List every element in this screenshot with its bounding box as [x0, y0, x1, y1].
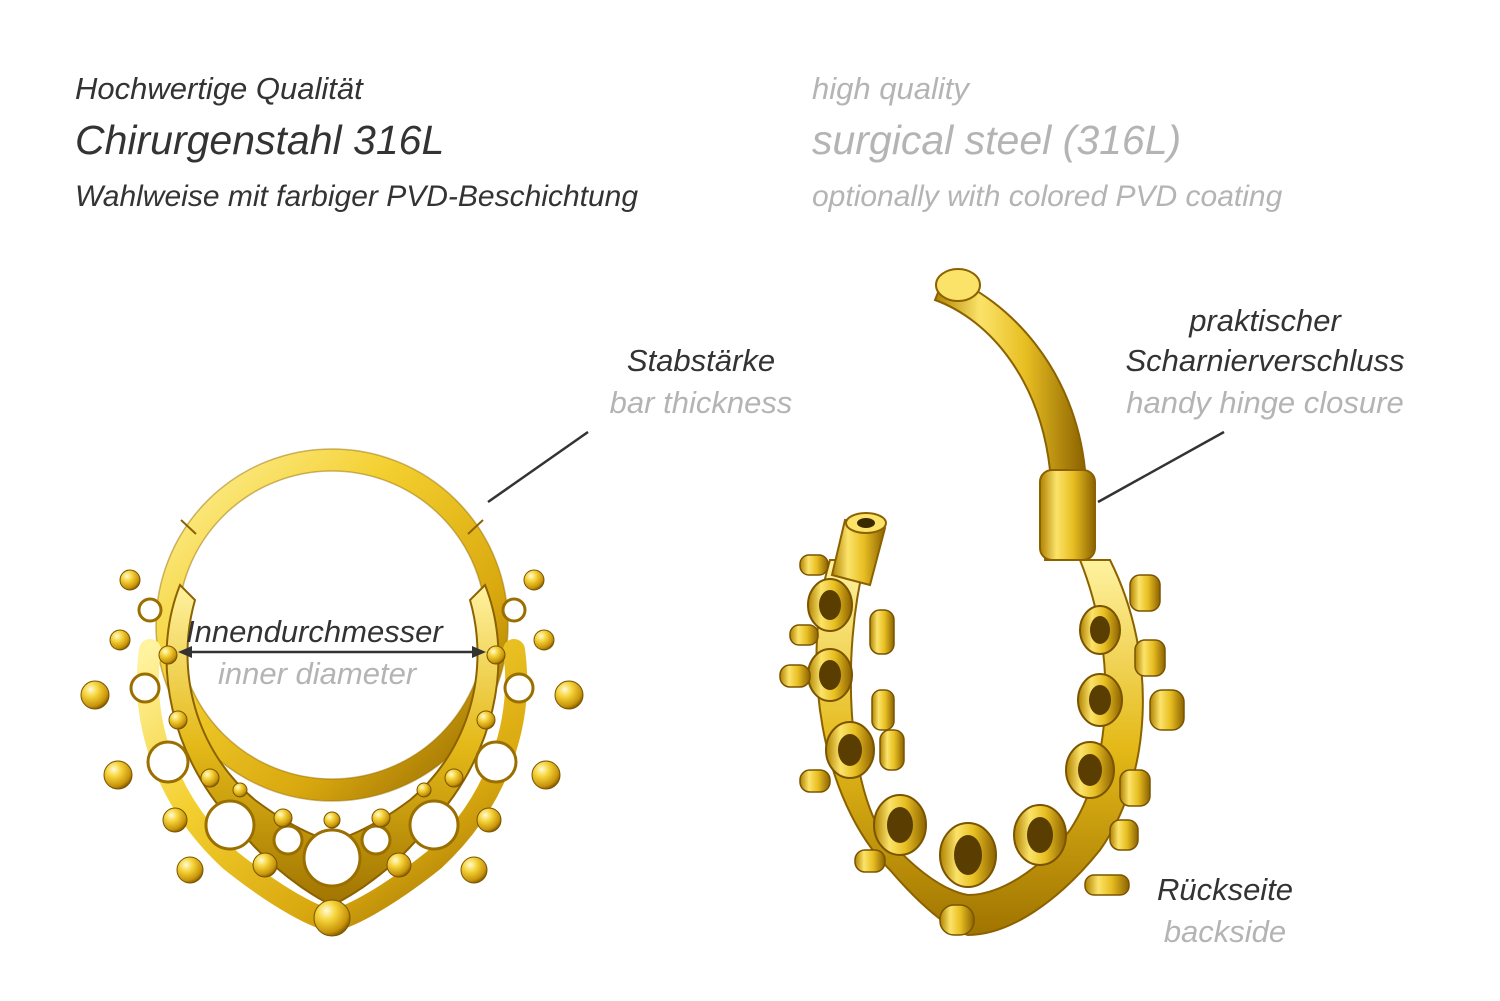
bar-thickness-leader	[487, 430, 589, 504]
header-en-line3: optionally with colored PVD coating	[812, 180, 1283, 213]
label-bar-thickness-en: bar thickness	[609, 385, 793, 420]
inner-diameter-arrow	[178, 646, 486, 658]
ring-back-view	[779, 268, 1185, 937]
label-hinge-de-2: Scharnierverschluss	[1125, 343, 1405, 378]
label-hinge-de-1: praktischer	[1189, 303, 1341, 338]
label-backside-en: backside	[1163, 914, 1287, 949]
label-inner-diameter-de: Innendurchmesser	[186, 614, 443, 649]
label-bar-thickness-de: Stabstärke	[626, 343, 776, 378]
header-de-line3: Wahlweise mit farbiger PVD-Beschichtung	[75, 180, 639, 213]
header-de-line1: Hochwertige Qualität	[75, 71, 363, 106]
label-backside-de: Rückseite	[1156, 872, 1294, 907]
header-en-line1: high quality	[812, 71, 969, 106]
header-en-line2: surgical steel (316L)	[812, 117, 1182, 163]
label-hinge-en: handy hinge closure	[1126, 385, 1404, 420]
ring-bar	[156, 449, 508, 801]
ring-front-view	[80, 448, 584, 937]
header-de-line2: Chirurgenstahl 316L	[75, 117, 445, 163]
hinge-joint	[1039, 469, 1096, 561]
hinge-leader	[1097, 430, 1225, 504]
label-inner-diameter-en: inner diameter	[218, 656, 417, 691]
